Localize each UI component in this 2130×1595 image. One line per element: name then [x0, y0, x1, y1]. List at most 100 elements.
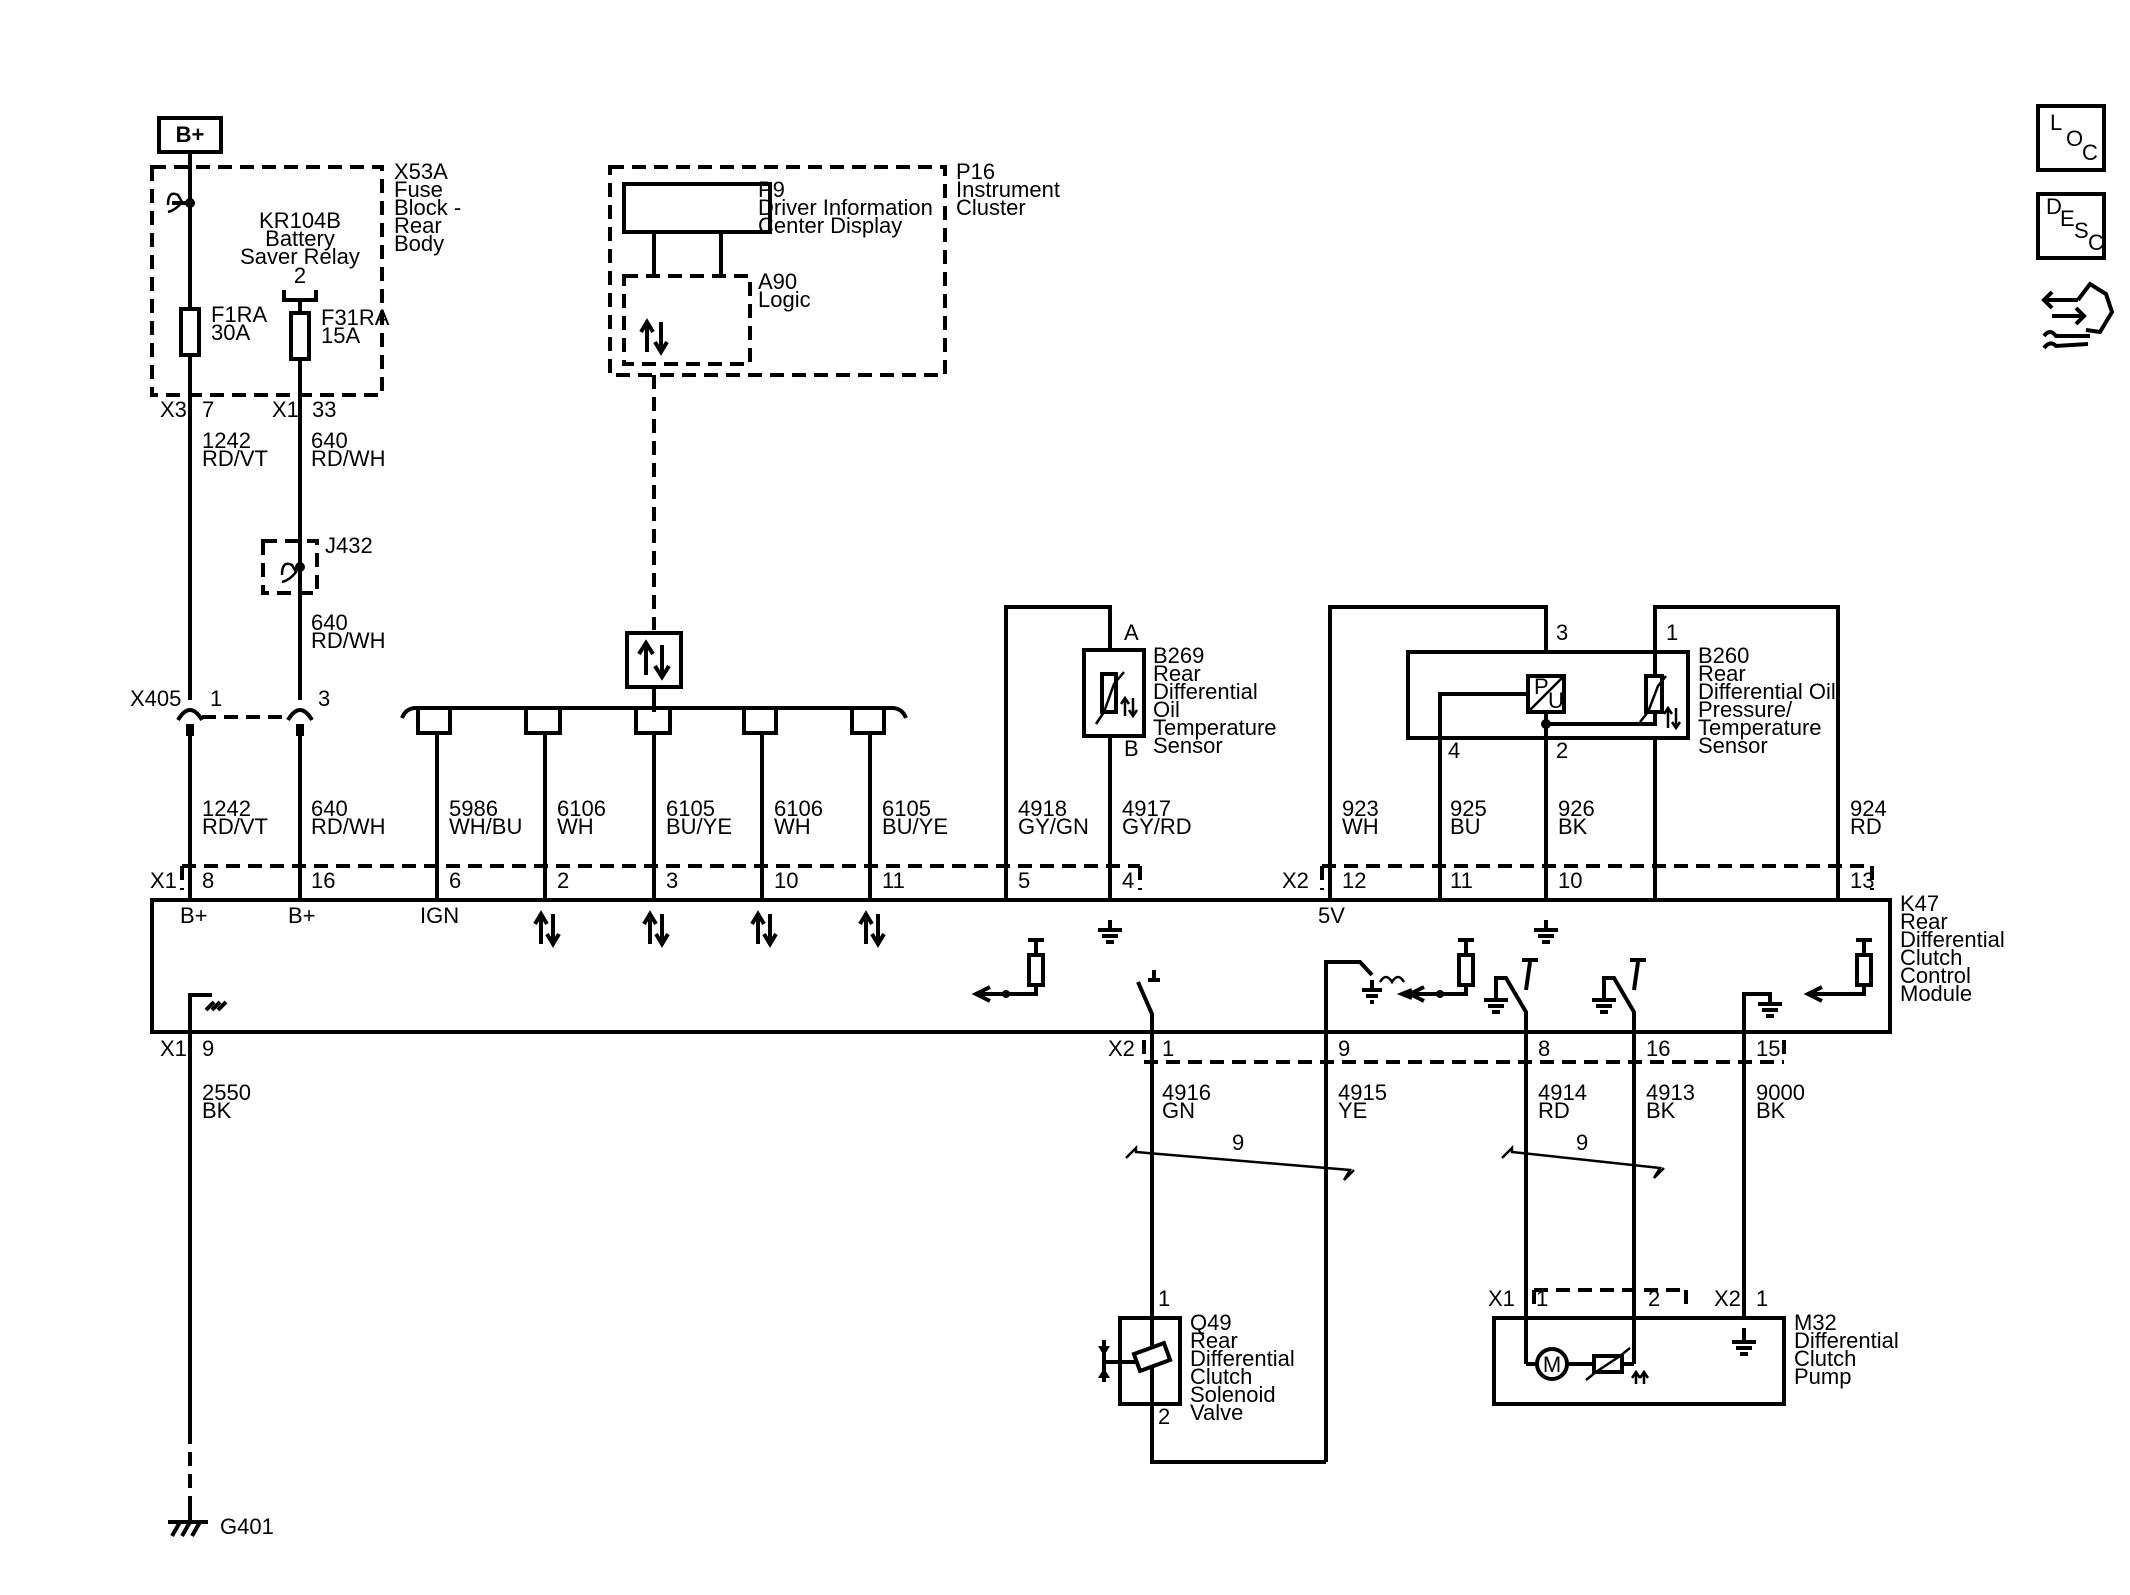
b260-name-4: Temperature	[1698, 715, 1822, 740]
bottom-wire-6-circuit: 9000	[1756, 1080, 1805, 1105]
display-id: P9	[758, 177, 785, 202]
top-wire-labels: 1242 RD/VT 640 RD/WH 5986 WH/BU 6106 WH …	[202, 796, 1887, 839]
bottom-wire-2-color: GN	[1162, 1098, 1195, 1123]
power-label: B+	[176, 122, 205, 147]
b269-pin-a: A	[1124, 620, 1139, 645]
b260-pin-3: 3	[1556, 620, 1568, 645]
loc-letter-o: O	[2066, 126, 2083, 151]
module-label-bplus-1: B+	[180, 903, 208, 928]
top-pin-9: 4	[1122, 868, 1134, 893]
bottom-connector-row: X1 X2 9 1 9 8 16 15	[160, 1036, 1786, 1064]
top-conn-x2: X2	[1282, 868, 1309, 893]
q49-name-5: Valve	[1190, 1400, 1243, 1425]
bottom-wire-4-circuit: 4914	[1538, 1080, 1587, 1105]
inline-connector-pin-b: 3	[318, 686, 330, 711]
display-name-2: Center Display	[758, 213, 902, 238]
top-wire-3-color: WH/BU	[449, 814, 522, 839]
b269-name-1: Rear	[1153, 661, 1201, 686]
top-wire-9-color: GY/RD	[1122, 814, 1192, 839]
top-wire-8-circuit: 4918	[1018, 796, 1067, 821]
b269-name-4: Temperature	[1153, 715, 1277, 740]
relay-name-2: Saver Relay	[240, 244, 360, 269]
top-connector-row: X1 X2 8 16 6 2 3 10 11 5 4 12 11 10 13	[150, 864, 1874, 893]
twisted-pair-marker-1	[1125, 1144, 1355, 1181]
cluster-name-1: Instrument	[956, 177, 1060, 202]
module-label-5v: 5V	[1318, 903, 1345, 928]
top-pin-1: 8	[202, 868, 214, 893]
module-body	[150, 898, 1892, 1034]
bottom-pin-4: 8	[1538, 1036, 1550, 1061]
b260-pin-2: 2	[1556, 738, 1568, 763]
top-pin-2: 16	[311, 868, 335, 893]
module-id: K47	[1900, 891, 1939, 916]
q49-name-2: Differential	[1190, 1346, 1295, 1371]
swap-arrows-icon	[2041, 290, 2087, 326]
top-pin-10: 12	[1342, 868, 1366, 893]
sensor-b269: A B B269 Rear Differential Oil Temperatu…	[1004, 605, 1277, 900]
top-wire-13-circuit: 924	[1850, 796, 1887, 821]
top-wire-2-circuit: 640	[311, 796, 348, 821]
fuse-outputs: X3 7 X1 33 1242 RD/VT 640 RD/WH	[160, 397, 386, 700]
top-pin-11: 11	[1450, 868, 1473, 893]
fuse-f31ra-rating: 15A	[321, 323, 360, 348]
battery-power-source: B+	[157, 116, 223, 154]
description-button[interactable]: D E S C	[2036, 192, 2106, 260]
q49-id: Q49	[1190, 1310, 1232, 1335]
bottom-wire-1-color: BK	[202, 1098, 232, 1123]
bottom-wire-5-color: BK	[1646, 1098, 1676, 1123]
top-pin-6: 10	[774, 868, 798, 893]
b269-name-2: Differential	[1153, 679, 1258, 704]
b260-name-2: Differential Oil	[1698, 679, 1836, 704]
top-wire-8-color: GY/GN	[1018, 814, 1089, 839]
b269-name-5: Sensor	[1153, 733, 1223, 758]
q49-name-1: Rear	[1190, 1328, 1238, 1353]
b260-u-label: U	[1548, 688, 1564, 713]
module-name-2: Differential	[1900, 927, 2005, 952]
bottom-pin-3: 9	[1338, 1036, 1350, 1061]
top-wire-11-color: BU	[1450, 814, 1481, 839]
twist-label-1: 9	[1232, 1130, 1244, 1155]
b269-name-3: Oil	[1153, 697, 1180, 722]
fuse-block-name-2: Block -	[394, 195, 461, 220]
loc-letter-c: C	[2082, 140, 2098, 165]
q49-coil	[1131, 1340, 1173, 1374]
relay-contact-symbol	[282, 290, 318, 302]
inline-connector-id: X405	[130, 686, 181, 711]
bottom-conn-x1: X1	[160, 1036, 187, 1061]
module-name-1: Rear	[1900, 909, 1948, 934]
location-button[interactable]: L O C	[2036, 104, 2106, 172]
twisted-pair-marker-2	[1501, 1144, 1665, 1179]
q49-name-4: Solenoid	[1190, 1382, 1276, 1407]
top-wire-10-circuit: 923	[1342, 796, 1379, 821]
fuse-out-conn-x1: X1	[272, 397, 299, 422]
top-wire-6-color: WH	[774, 814, 811, 839]
module-name-4: Control	[1900, 963, 1971, 988]
splice-id: J432	[325, 533, 373, 558]
module-ground-pin-4	[1098, 920, 1122, 944]
connector-views-button[interactable]	[2041, 281, 2115, 350]
top-wire-11-circuit: 925	[1450, 796, 1487, 821]
b260-name-3: Pressure/	[1698, 697, 1793, 722]
top-pin-8: 5	[1018, 868, 1030, 893]
top-wire-2-color: RD/WH	[311, 814, 386, 839]
q49-name-3: Clutch	[1190, 1364, 1252, 1389]
top-wire-4-circuit: 6106	[557, 796, 606, 821]
fuse-f31ra	[289, 311, 311, 361]
bottom-wire-lines: 9 9	[188, 1032, 1746, 1510]
top-pin-5: 3	[666, 868, 678, 893]
logic-id: A90	[758, 269, 797, 294]
fuse-f1ra	[179, 307, 201, 357]
pump-name-2: Clutch	[1794, 1346, 1856, 1371]
top-conn-x1: X1	[150, 868, 177, 893]
desc-letter-d: D	[2046, 194, 2062, 219]
top-wire-5-color: BU/YE	[666, 814, 732, 839]
top-wire-5-circuit: 6105	[666, 796, 715, 821]
module-name-5: Module	[1900, 981, 1972, 1006]
b260-pin-1: 1	[1666, 620, 1678, 645]
control-module-k47: K47 Rear Differential Clutch Control Mod…	[150, 891, 2005, 1034]
top-wire-7-color: BU/YE	[882, 814, 948, 839]
serial-data-bus	[400, 631, 908, 900]
top-pin-4: 2	[557, 868, 569, 893]
module-label-ign: IGN	[420, 903, 459, 928]
